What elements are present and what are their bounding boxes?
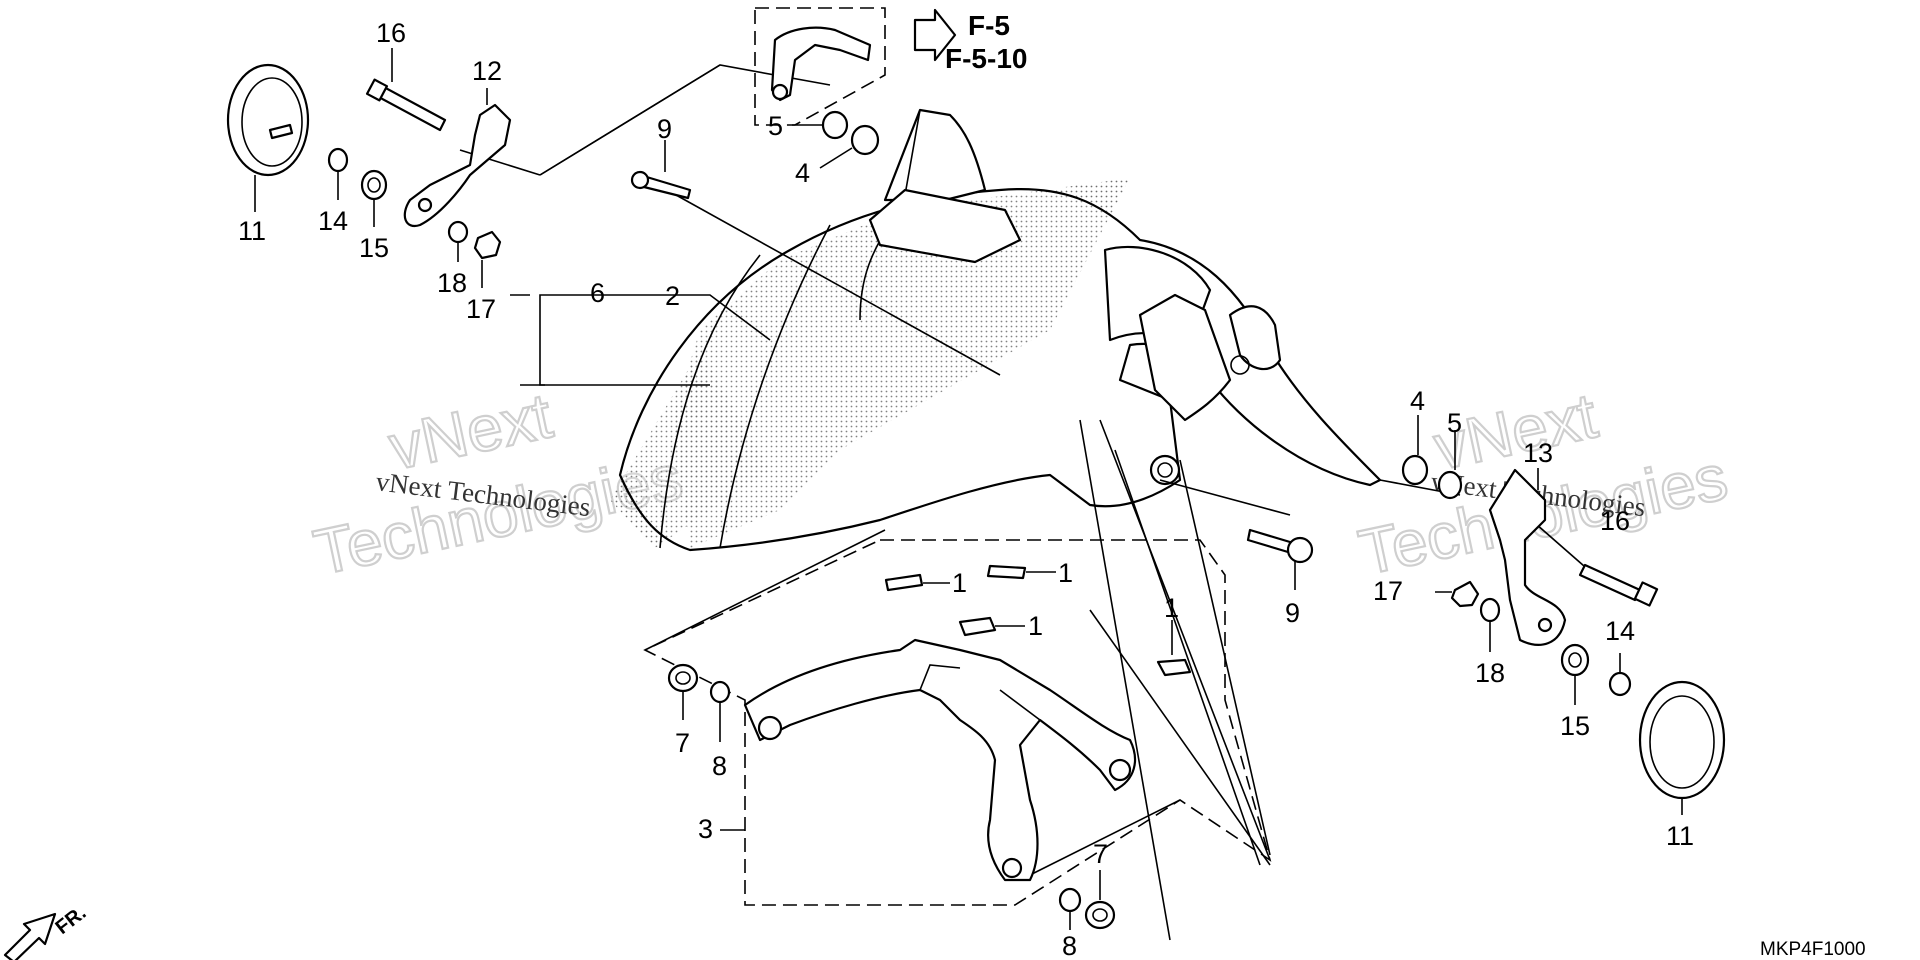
callout-14-left: 14 [318, 206, 348, 236]
cushion-pads [884, 564, 1192, 677]
callout-17-right: 17 [1373, 576, 1403, 606]
fender-stay-bracket [743, 638, 1137, 882]
callout-16-left: 16 [376, 18, 406, 48]
watermark-large-vnext: vNext [383, 379, 558, 483]
callout-11-left: 11 [238, 216, 266, 246]
callout-12: 12 [472, 56, 502, 86]
callout-8-bottom: 8 [1062, 931, 1077, 960]
callout-6: 6 [590, 278, 605, 308]
lower-fasteners [667, 663, 1116, 930]
callout-5-top: 5 [768, 111, 783, 141]
callout-7-left: 7 [675, 728, 690, 758]
callout-4-right: 4 [1410, 386, 1425, 416]
diagram-code: MKP4F1000 [1760, 939, 1866, 960]
front-arrow-icon [3, 912, 57, 960]
callout-13: 13 [1523, 438, 1553, 468]
reference-arrow-icon [913, 8, 957, 62]
front-direction-label: FR. [52, 902, 91, 939]
callout-4-top: 4 [795, 158, 810, 188]
reference-code-f5-10: F-5-10 [945, 43, 1027, 74]
callout-7-bottom: 7 [1093, 839, 1108, 869]
callout-8-left: 8 [712, 751, 727, 781]
callout-18-left: 18 [437, 268, 467, 298]
callout-leaders [254, 48, 1683, 930]
reference-code-f5: F-5 [968, 10, 1010, 41]
front-direction-indicator: FR. [3, 902, 91, 960]
right-mount-assembly [630, 110, 1726, 800]
dashed-group-outline [643, 539, 1272, 906]
callout-15-left: 15 [359, 233, 389, 263]
callout-labels: 11 14 15 16 12 18 17 9 6 2 5 4 F-5 F-5-1… [238, 10, 1866, 960]
callout-1-c: 1 [1028, 611, 1043, 641]
front-fender [610, 108, 1382, 552]
callout-17-left: 17 [466, 294, 496, 324]
callout-1-b: 1 [1058, 558, 1073, 588]
callout-9-right: 9 [1285, 598, 1300, 628]
callout-1-a: 1 [952, 568, 967, 598]
callout-16-right: 16 [1600, 506, 1630, 536]
callout-1-d: 1 [1164, 593, 1179, 623]
upper-hose-clamp [754, 7, 957, 126]
callout-11-right: 11 [1666, 821, 1694, 851]
callout-14-right: 14 [1605, 616, 1635, 646]
callout-3: 3 [698, 814, 713, 844]
callout-9-top: 9 [657, 114, 672, 144]
callout-18-right: 18 [1475, 658, 1505, 688]
callout-5-right: 5 [1447, 408, 1462, 438]
callout-15-right: 15 [1560, 711, 1590, 741]
left-mount-assembly [226, 63, 512, 260]
callout-2: 2 [665, 281, 680, 311]
